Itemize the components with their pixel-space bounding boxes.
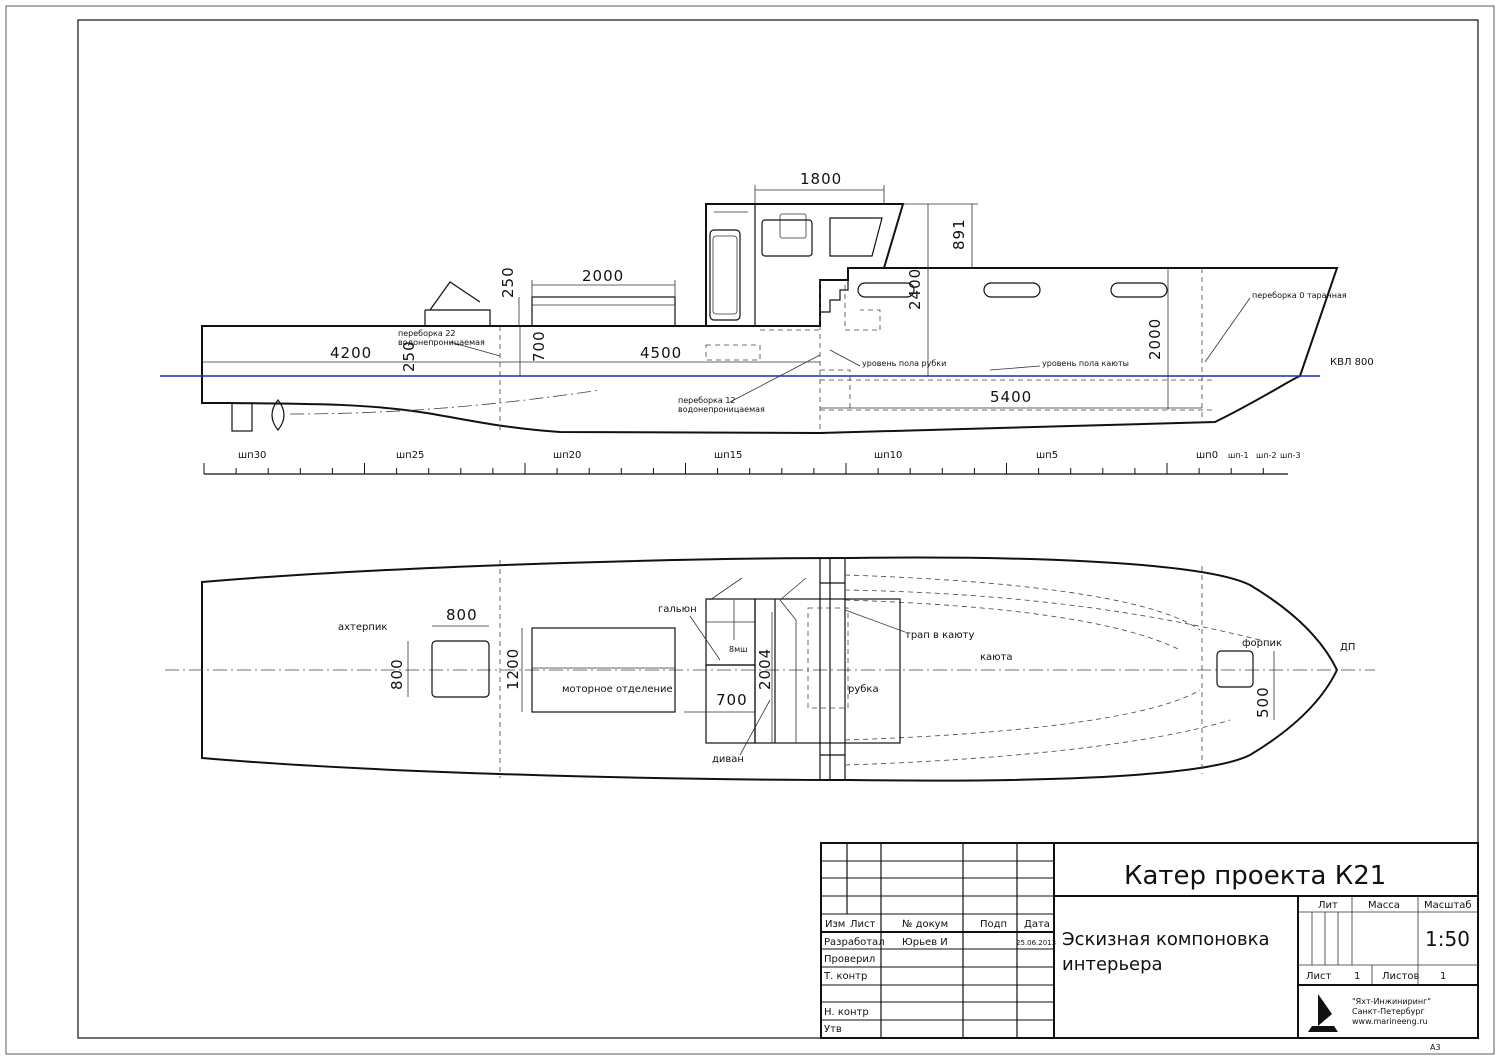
label-wheelhouse: рубка	[848, 684, 879, 695]
row-role-2: Т. контр	[823, 971, 867, 982]
frame-label-m2: шп-2	[1256, 451, 1277, 460]
inner-frame	[77, 19, 1479, 1039]
row-role-1: Проверил	[824, 954, 875, 965]
row-name-0: Юрьев И	[902, 937, 948, 948]
label-forepeak: форпик	[1242, 638, 1282, 649]
porthole-3	[1110, 282, 1168, 298]
porthole-1	[857, 282, 915, 298]
frame-label-25: шп25	[396, 450, 424, 461]
col-list: Лист	[850, 919, 876, 930]
note-level-wheelhouse: уровень пола рубки	[862, 359, 946, 368]
frame-label-15: шп15	[714, 450, 742, 461]
frame-ticks	[203, 463, 1264, 474]
company-line1: "Яхт-Инжиниринг"	[1352, 997, 1431, 1006]
sheet-label: Лист	[1306, 971, 1332, 982]
dim-1800: 1800	[800, 170, 842, 188]
wheelhouse-profile	[705, 203, 905, 326]
engine-room	[531, 627, 676, 713]
sheet-format: А3	[1430, 1043, 1441, 1052]
propeller	[271, 399, 285, 431]
frame-label-m1: шп-1	[1228, 451, 1249, 460]
dim-800-v: 800	[388, 658, 406, 690]
dim-4500: 4500	[640, 344, 682, 362]
col-date: Дата	[1024, 919, 1050, 930]
dim-700: 700	[530, 330, 548, 362]
sheet-value: 1	[1354, 971, 1360, 982]
galley	[705, 598, 756, 666]
dim-891: 891	[950, 218, 968, 250]
dim-2000-top: 2000	[582, 267, 624, 285]
scale-label: Масштаб	[1424, 900, 1472, 911]
porthole-2	[983, 282, 1041, 298]
note-level-cabin: уровень пола каюты	[1042, 359, 1129, 368]
window-side-1	[761, 219, 813, 257]
mass-label: Масса	[1368, 900, 1400, 911]
drawing-title: Катер проекта К21	[1124, 861, 1386, 891]
row-role-4: Н. контр	[824, 1007, 869, 1018]
dim-1200: 1200	[504, 648, 522, 690]
note-bulkhead12b: водонепроницаемая	[678, 405, 765, 414]
label-sofa: диван	[712, 754, 744, 765]
label-galley-sub: 8мш	[729, 645, 747, 654]
title-block: Катер проекта К21 Эскизная компоновка ин…	[820, 842, 1479, 1052]
vent-profile	[424, 281, 491, 326]
col-doc: № докум	[902, 919, 948, 930]
col-izm: Изм	[825, 919, 845, 930]
frame-label-20: шп20	[553, 450, 581, 461]
row-role-5: Утв	[824, 1024, 842, 1035]
label-ladder: трап в каюту	[905, 630, 975, 641]
frame-label-10: шп10	[874, 450, 902, 461]
drawing-subtitle-1: Эскизная компоновка	[1062, 929, 1270, 950]
dim-4200: 4200	[330, 344, 372, 362]
col-sign: Подп	[980, 919, 1007, 930]
frame-label-5: шп5	[1036, 450, 1058, 461]
company-logo-icon	[1308, 994, 1338, 1032]
waterline-label: КВЛ 800	[1330, 357, 1374, 368]
lit-label: Лит	[1318, 900, 1338, 911]
wheelhouse-plan	[754, 598, 901, 744]
forepeak-hatch	[1216, 650, 1254, 688]
sheets-label: Листов	[1382, 971, 1419, 982]
afterpeak-hatch	[431, 640, 490, 698]
note-bulkhead22b: водонепроницаемая	[398, 338, 485, 347]
frame-label-0: шп0	[1196, 450, 1218, 461]
dim-700-plan: 700	[716, 691, 748, 709]
label-afterpeak: ахтерпик	[338, 622, 387, 633]
dim-2000-right: 2000	[1146, 318, 1164, 360]
company-line3: www.marineeng.ru	[1352, 1017, 1428, 1026]
label-engine-room: моторное отделение	[562, 684, 673, 695]
door-window	[709, 229, 741, 321]
label-dp: ДП	[1340, 642, 1355, 653]
window-front	[829, 217, 883, 257]
scale-value: 1:50	[1425, 927, 1470, 951]
dim-500: 500	[1254, 686, 1272, 718]
frame-label-30: шп30	[238, 450, 266, 461]
note-bulkhead12: переборка 12	[678, 396, 736, 405]
dim-2400: 2400	[906, 268, 924, 310]
label-cabin: каюта	[980, 652, 1013, 663]
dim-250-top: 250	[499, 266, 517, 298]
note-bulkhead-fore: переборка 0 таранная	[1252, 291, 1347, 300]
row-role-0: Разработал	[824, 937, 885, 948]
dim-2004: 2004	[756, 648, 774, 690]
frame-label-m3: шп-3	[1280, 451, 1301, 460]
profile-view: КВЛ 800 1800 891 2400 2000 2000 250 700 …	[160, 170, 1374, 475]
engine-hatch-profile	[531, 296, 676, 327]
dim-250-side: 250	[400, 340, 418, 372]
rudder	[231, 402, 253, 432]
sheets-value: 1	[1440, 971, 1446, 982]
drawing-subtitle-2: интерьера	[1062, 954, 1163, 975]
dim-5400: 5400	[990, 388, 1032, 406]
hull-step	[819, 268, 849, 326]
row-date-0: 25.06.2013	[1016, 939, 1056, 947]
dim-800-h: 800	[446, 606, 478, 624]
outer-frame	[5, 5, 1495, 1055]
note-bulkhead22: переборка 22	[398, 329, 456, 338]
plan-view: 800 800 ахтерпик моторное отделение 1200…	[165, 556, 1375, 782]
label-galley: гальюн	[658, 604, 697, 615]
company-line2: Санкт-Петербург	[1352, 1007, 1425, 1016]
